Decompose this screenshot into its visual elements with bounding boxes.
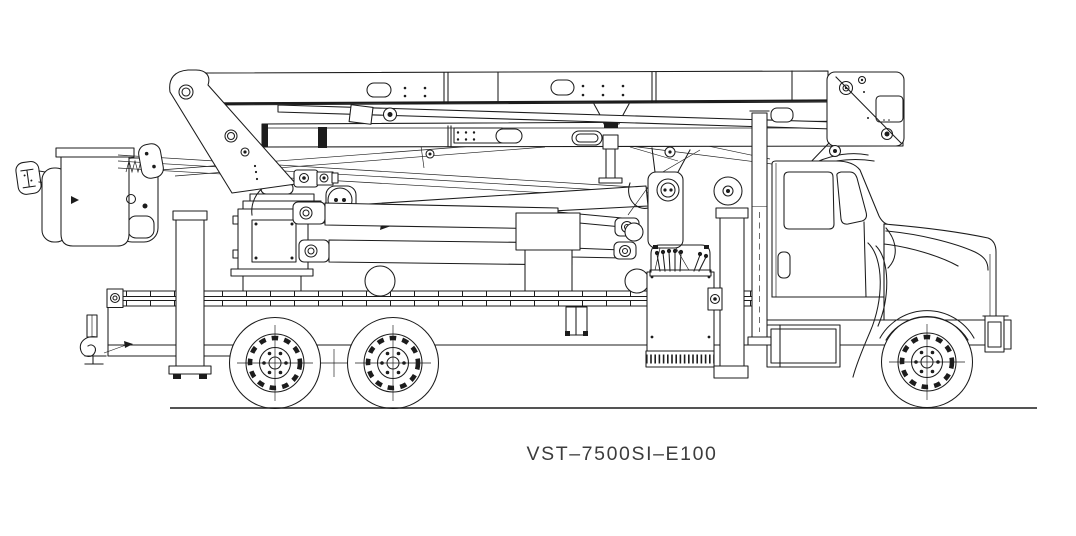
riser-pivot-link xyxy=(293,169,339,188)
bucket-spring-and-clamp xyxy=(125,143,164,179)
truck-cab xyxy=(771,160,891,298)
upper-boom xyxy=(198,70,905,173)
bucket-assembly xyxy=(15,147,159,247)
boom-riser-arm xyxy=(169,69,297,194)
control-levers xyxy=(654,248,709,272)
front-wheel xyxy=(882,317,973,408)
rear-wheel-2 xyxy=(348,318,439,409)
rear-wheel-1 xyxy=(230,318,321,409)
lever-guard xyxy=(650,244,711,273)
model-label: VST–7500SI–E100 xyxy=(527,443,718,465)
frame-bracket xyxy=(565,306,588,336)
boom-rest-post xyxy=(593,103,630,184)
rear-bumper-and-pintle xyxy=(79,314,133,365)
quarter-window xyxy=(836,171,868,225)
lift-cylinder-lower xyxy=(298,239,637,266)
boom-head-plate xyxy=(826,71,905,147)
door-handle xyxy=(777,251,791,279)
hose-pulley-left xyxy=(364,265,396,297)
lower-boom-and-cylinders xyxy=(251,146,701,297)
boom-elbow xyxy=(624,146,701,294)
front-bumper xyxy=(982,315,1012,353)
axle-center-mark xyxy=(320,349,348,377)
outrigger-leg xyxy=(168,210,212,379)
truck-hood xyxy=(883,223,997,321)
door-window xyxy=(783,171,835,230)
front-fender xyxy=(852,242,975,378)
control-cabinet xyxy=(645,244,715,368)
exhaust-stack xyxy=(747,110,772,346)
bed-rails xyxy=(106,288,763,321)
boom-support-stand xyxy=(515,212,581,292)
toolbox xyxy=(766,324,841,368)
pedestal xyxy=(230,182,322,292)
pedestal-support-post xyxy=(707,176,749,379)
jib-end-fitting xyxy=(15,160,42,195)
truck-chassis xyxy=(79,288,986,377)
bucket-body xyxy=(55,147,135,247)
hose-pulley-right xyxy=(624,268,650,294)
telescope-cylinder xyxy=(277,104,834,130)
